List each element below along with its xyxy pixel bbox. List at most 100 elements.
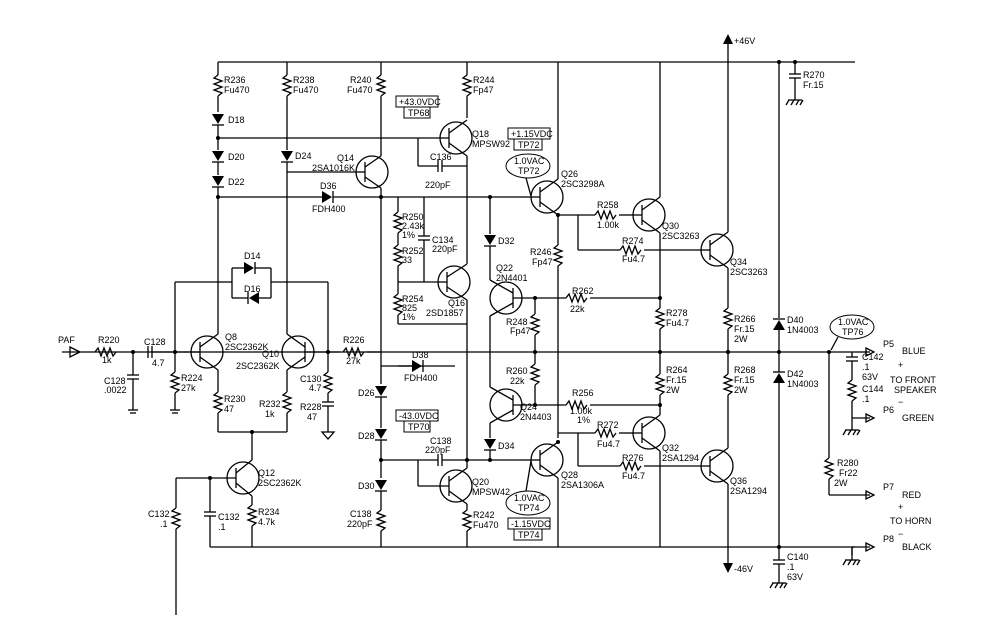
d40-ref: D40 [787,315,804,325]
r230-val: 1k [265,409,275,419]
r270-w: 2W [734,385,748,395]
r266-val: Fr.15 [666,375,687,385]
d30-ref: D30 [358,481,375,491]
d36-part: FDH400 [312,204,346,214]
tp72b-tp: TP72 [518,166,540,176]
q26-transistor [530,62,564,245]
d18-ref: D18 [228,115,245,125]
r250-tol: 1% [402,230,415,240]
q8-ref: Q8 [225,332,237,342]
r228-val: 47 [224,404,234,414]
r250-ref: R250 [402,212,424,222]
c144-v: 63V [862,372,878,382]
r278-val: Fu4.7 [622,471,645,481]
d38-part: FDH400 [404,373,438,383]
q16-ref: Q16 [448,298,465,308]
r242-ref: C138 [350,509,372,519]
r228-resistor [212,391,224,414]
r274-ref: R272 [597,420,619,430]
q10-ref: Q10 [262,349,279,359]
minus1-label: − [898,397,903,407]
r242-resistor [375,509,387,532]
r236-ref: R236 [224,75,246,85]
tp68-volt: +43.0VDC [399,97,441,107]
c138-ref: C138 [430,436,452,446]
r268-w: 2W [734,334,748,344]
d30-diode [375,480,387,492]
r230-resistor [281,391,293,414]
q32-transistor [632,395,666,547]
q20-transistor [418,324,473,510]
r244-val: Fp47 [473,85,494,95]
d24-diode [281,151,293,163]
r256-val: 22k [570,304,585,314]
tp72a-volt: +1.15VDC [511,129,553,139]
r262-ref: R260 [506,366,528,376]
d22-diode [212,176,224,188]
c144-ref: C142 [862,352,884,362]
r244-resistor [461,74,473,97]
r282-val: Fr22 [839,468,858,478]
r266-ref: R264 [666,365,688,375]
d36-ref: D36 [320,181,337,191]
q32-part: 2SA1294 [662,453,699,463]
r282-resistor [823,457,835,480]
q14-part: 2SA1016K [312,163,355,173]
q12-transistor [210,450,260,505]
r220-ref: R220 [98,335,120,345]
tp68-tp: TP68 [408,108,430,118]
c132-val: .1 [218,522,226,532]
tp74a-tp: TP74 [518,503,540,513]
p5-label: P5 [883,339,894,349]
c126-ref: C128 [104,376,126,386]
c134-val: 220pF [432,244,458,254]
q10-transistor [281,172,340,392]
r222-val: 4.7 [309,383,322,393]
q28-ref: Q28 [561,470,578,480]
r282-ref: R280 [837,458,859,468]
d38-ref: D38 [412,350,429,360]
plus2-label: + [898,502,903,512]
r224-resistor [169,371,181,394]
paf-label: PAF [58,335,75,345]
q10-part: 2SC2362K [236,361,280,371]
c126-val: .0022 [104,385,127,395]
q28-part: 2SA1306A [561,480,604,490]
q12-ref: Q12 [258,468,275,478]
q22-transistor [489,279,535,352]
r258-tol: 1% [577,415,590,425]
r278-ref: R276 [622,453,644,463]
d26-diode [375,386,387,398]
r232-ref: C132 [148,509,170,519]
c136-val: 220pF [425,180,451,190]
r246-resistor [461,509,473,532]
c138-val: 220pF [425,445,451,455]
q28-transistor [530,441,564,547]
d34-diode [484,439,496,451]
r224-ref: R224 [181,373,203,383]
r254-val: 825 [402,303,417,313]
r246-ref: R242 [473,510,495,520]
p6-label: P6 [883,405,894,415]
r236-resistor [212,74,224,97]
r270-val: Fr.15 [734,375,755,385]
r272-resistor [594,209,617,221]
r260-ref: R248 [506,317,528,327]
r238-resistor [281,74,293,97]
r258-resistor [565,399,588,411]
q16-transistor [437,197,471,324]
d40-diode [773,318,785,330]
to-horn-label: TO HORN [890,516,931,526]
positive-rail: +46V [218,34,855,63]
r264-ref: R278 [666,308,688,318]
r244-ref: R244 [473,75,495,85]
q22-part: 2N4401 [496,273,528,283]
d14-ref: D14 [244,251,261,261]
r252-resistor [392,244,404,267]
r258-val: 1.00k [570,406,593,416]
tp76-tp: TP76 [842,327,864,337]
q20-ref: Q20 [472,477,489,487]
d20-ref: D20 [228,152,245,162]
r254-tol: 1% [402,312,415,322]
q26-part: 2SC3298A [561,179,605,189]
